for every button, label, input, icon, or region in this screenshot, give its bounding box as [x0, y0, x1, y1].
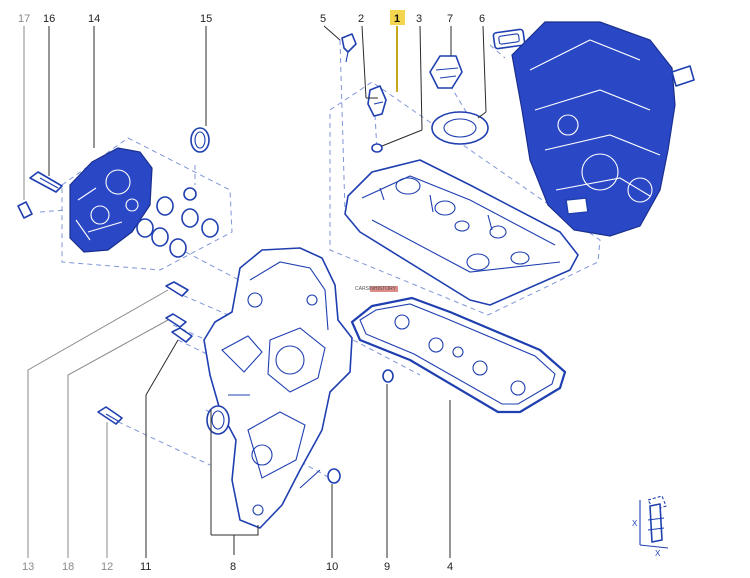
callout-9: 9 — [384, 561, 390, 573]
part-15-seal — [190, 127, 210, 153]
callout-14: 14 — [88, 13, 100, 25]
callout-17: 17 — [18, 13, 30, 25]
callout-4: 4 — [447, 561, 453, 573]
part-14-timing-case — [69, 147, 153, 253]
callout-2: 2 — [358, 13, 364, 25]
callout-5: 5 — [320, 13, 326, 25]
torque-spec-icon: X X — [632, 495, 669, 558]
callout-6: 6 — [479, 13, 485, 25]
part-18-bolt — [165, 313, 187, 328]
callout-18: 18 — [62, 561, 74, 573]
callout-1-highlight — [390, 10, 405, 25]
callout-8: 8 — [230, 561, 236, 573]
engine-block — [511, 21, 695, 237]
part-8-timing-cover — [203, 247, 353, 529]
part-9-oring — [382, 369, 394, 383]
leader-lines — [23, 25, 487, 558]
part-4-gasket — [350, 296, 567, 414]
callout-10: 10 — [326, 561, 338, 573]
callout-16: 16 — [43, 13, 55, 25]
callout-1: 1 — [394, 13, 400, 25]
torque-mark-x2: X — [655, 549, 661, 558]
part-5-bolt — [341, 33, 357, 63]
watermark: CARSINHISTORY — [355, 286, 398, 292]
part-7-oil-cap — [429, 55, 463, 89]
callout-3: 3 — [416, 13, 422, 25]
watermark-text: CARSINHISTORY — [355, 286, 397, 292]
torque-mark-x1: X — [632, 519, 638, 528]
gasket-inset — [492, 28, 526, 50]
part-16-bolt — [29, 171, 63, 193]
callout-7: 7 — [447, 13, 453, 25]
part-10-oring — [327, 468, 341, 484]
callout-13: 13 — [22, 561, 34, 573]
seal-ring-set — [136, 187, 219, 258]
callout-11: 11 — [140, 561, 151, 573]
part-12-bolt — [97, 406, 123, 425]
part-2-sensor — [367, 85, 387, 117]
part-8-seal-front — [206, 405, 230, 435]
part-1-valve-cover — [344, 159, 579, 306]
part-3-oring — [371, 143, 383, 153]
part-13-bolt — [165, 281, 189, 297]
callouts: 17 16 14 15 5 2 1 3 7 6 13 18 12 11 8 10… — [18, 10, 485, 573]
part-11-bolt — [171, 327, 193, 343]
part-6-seal — [431, 111, 489, 145]
callout-15: 15 — [200, 13, 212, 25]
part-17-bolt — [17, 201, 33, 219]
callout-12: 12 — [101, 561, 113, 573]
